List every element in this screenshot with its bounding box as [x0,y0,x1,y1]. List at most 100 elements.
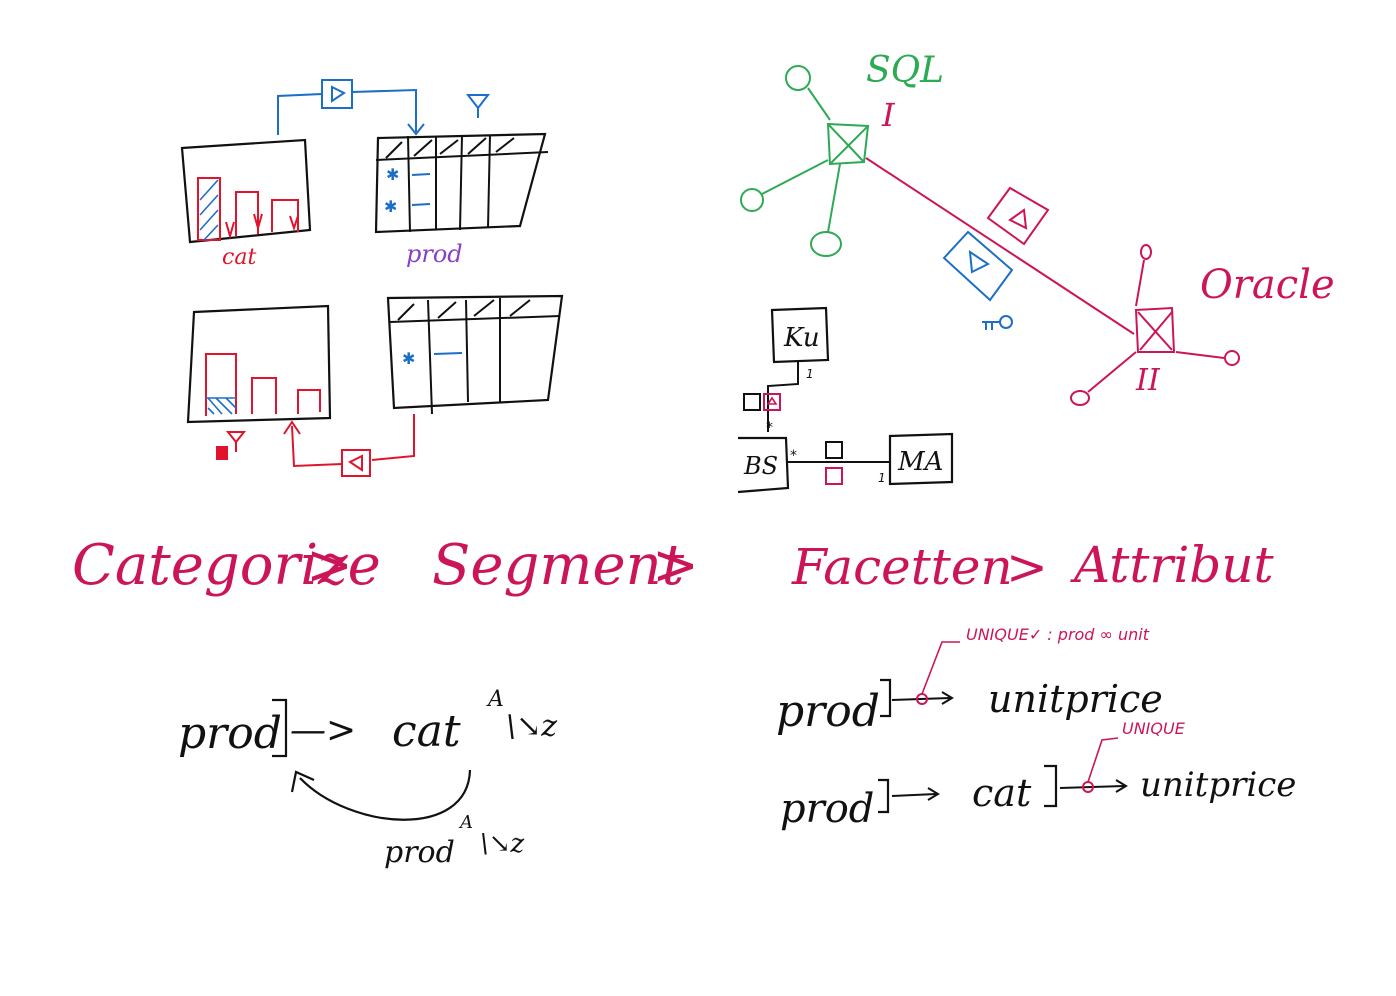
filter-box-magenta [763,393,781,411]
entity-box [888,432,954,486]
formula-tail: \↘z [506,709,557,744]
chart-label: cat [222,245,256,270]
chart-bar [235,191,259,236]
annotation-leader [921,641,960,695]
formula-arrow: —> [290,710,356,751]
server-2-name: Oracle [1200,262,1335,308]
formula-left: prod —> cat A \↘z prod A \↘z [178,687,557,870]
annotation-leader [1087,737,1119,783]
filter-box-magenta [986,186,1050,246]
filter-box-red [341,449,371,477]
server-oracle [1070,244,1240,406]
chart-bar [251,377,277,414]
filter-connector-blue-right [351,88,417,132]
headline-step-3: Facetten [791,538,1013,596]
key-icon [982,315,1013,330]
server-link [865,157,1135,335]
filter-clear-icon [216,446,228,460]
table-highlight-row [433,352,463,355]
headline-step-2: Segment [432,533,685,598]
formula-right: prod UNIQUE✓ : prod ∞ unit unitprice pro… [776,625,1296,832]
row-2-target: unitprice [1140,765,1296,805]
filter-box-ink [743,393,761,411]
cardinality: 1 [878,471,886,485]
arrowhead-icon [927,787,940,801]
entity-left: BS [743,452,778,480]
headline-separator: > [652,533,699,598]
asterisk-icon: ✱ [384,197,397,216]
entity-top: Ku [783,323,820,353]
arrowhead-icon [941,691,954,705]
headline-separator: > [306,533,353,598]
row-2-source: prod [780,786,874,832]
entity-box [737,436,790,494]
table-grid-2 [389,298,561,415]
server-1-name: SQL [866,50,944,91]
formula-source: prod [178,708,282,759]
headline-step-1: Categorize [72,533,381,598]
loop-arrow [299,769,472,821]
arrowhead-icon [283,420,301,435]
loop-source: prod [384,835,455,870]
cardinality: * [766,420,773,436]
filter-connector-red-left [291,425,343,468]
loop-sup: A [458,812,473,833]
headline-step-4: Attribut [1070,536,1275,594]
filter-triangle-icon [968,249,990,274]
server-sql [740,65,870,257]
server-2-numeral: II [1135,363,1161,398]
bar-hatch [199,179,219,241]
cardinality: 1 [806,367,814,381]
row-1-target: unitprice [988,677,1163,721]
entity-box [770,306,830,364]
filter-box-magenta [825,467,843,485]
bracket [272,698,288,758]
row-1-note: UNIQUE✓ : prod ∞ unit [966,625,1150,644]
chart-bar [197,177,221,241]
row-2-note: UNIQUE [1122,719,1186,738]
filter-box-ink [825,441,843,459]
chart-frame [180,138,312,244]
filter-triangle-icon [348,454,363,472]
formula-target: cat [392,706,461,757]
cardinality: * [790,448,797,464]
filter-connector-red [371,414,415,461]
chart-bar [297,389,321,414]
sketch-top-right: SQL I Oracle II [740,50,1335,406]
table-label: prod [406,240,463,268]
row-2-middle: cat [972,771,1032,815]
bar-hatch [206,397,237,415]
filter-triangle-icon [1008,208,1028,230]
arrow-line [891,793,937,797]
table-highlight-rows [411,173,431,206]
asterisk-icon: ✱ [386,165,399,184]
filter-box-blue [321,79,353,109]
sketch-middle: Ku 1 * BS * 1 MA [737,306,954,494]
arrowhead-icon [290,770,315,793]
headline: Categorize > Segment > Facetten > Attrib… [72,533,1275,598]
formula-sup: A [486,687,504,712]
bracket [878,778,890,814]
filter-triangle-icon [331,85,346,103]
bracket [1044,764,1058,808]
table-frame-2 [386,294,564,410]
filter-box-blue [942,230,1014,302]
arrowhead-icon [407,123,425,136]
server-1-numeral: I [881,96,896,134]
bracket [880,678,892,718]
funnel-icon [465,94,491,118]
entity-right: MA [897,447,943,477]
arrowhead-icon [1115,779,1128,793]
asterisk-icon: ✱ [402,349,415,368]
chart-frame-2 [186,304,332,424]
loop-tail: \↘z [480,829,525,859]
filter-connector-blue [277,93,323,135]
sketch-top-left: cat ✱ ✱ prod [180,79,564,477]
chart-bar [205,353,237,416]
arrow-line [891,697,951,701]
sort-arrow-icons [225,213,299,240]
row-1-source: prod [776,686,880,737]
funnel-icon [225,431,247,452]
headline-separator: > [1006,538,1048,596]
